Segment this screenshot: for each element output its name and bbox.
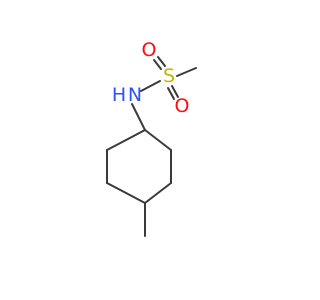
bond-ring-c6-c1 [106,129,146,151]
bond-s-o-upper-b [153,59,162,70]
bond-ring-c1-c2 [144,129,172,151]
atom-oxygen-upper-label: O [142,39,157,61]
molecule-structure: N H S O O [106,39,197,237]
bond-n-c1 [131,103,146,131]
atom-nitrogen-hydrogen-label: H [112,84,126,106]
bond-s-o-upper-a [157,56,166,67]
atom-sulfur-label: S [163,65,175,87]
atom-nitrogen-label: N [128,84,142,106]
bond-methyl-s [176,67,197,77]
bond-s-n [140,80,161,92]
bond-ring-c4-c5 [106,182,146,204]
bond-s-o-lower-a [171,85,179,98]
atom-oxygen-lower-label: O [175,95,190,117]
bond-s-o-lower-b [167,87,175,100]
bond-ring-c3-c4 [144,182,172,204]
